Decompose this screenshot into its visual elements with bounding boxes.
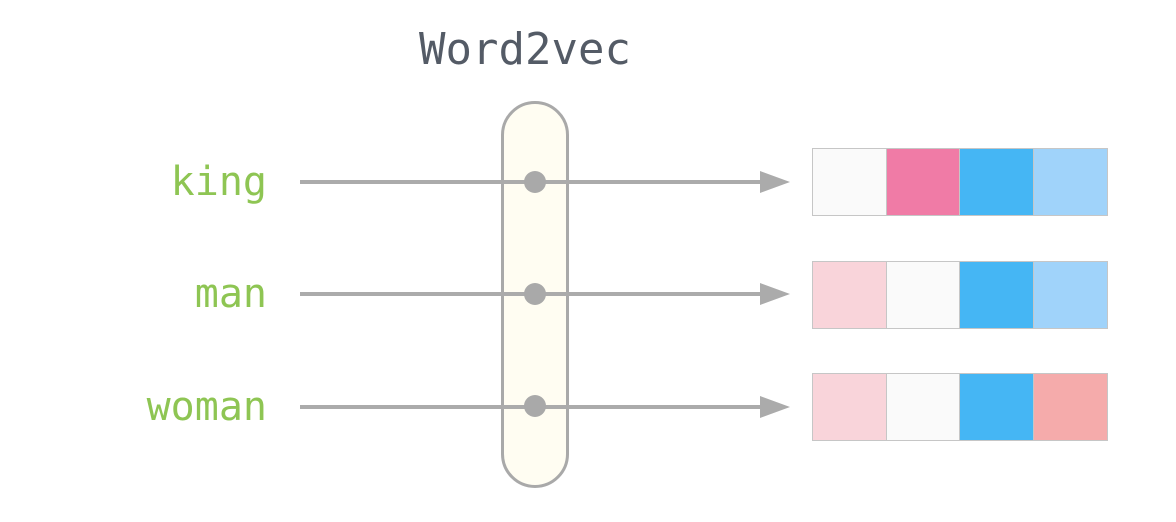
embedding-vector-king — [812, 148, 1108, 216]
vector-cell — [1032, 261, 1108, 329]
vector-cell — [885, 373, 961, 441]
arrowhead-icon — [760, 396, 790, 418]
diagram-title: Word2vec — [419, 24, 631, 75]
vector-cell — [1032, 148, 1108, 216]
vector-cell — [959, 373, 1035, 441]
vector-cell — [1032, 373, 1108, 441]
node-dot-icon — [524, 171, 546, 193]
embedding-vector-woman — [812, 373, 1108, 441]
node-dot-icon — [524, 395, 546, 417]
vector-cell — [959, 261, 1035, 329]
word-label-king: king — [170, 159, 267, 205]
vector-cell — [812, 373, 888, 441]
embedding-vector-man — [812, 261, 1108, 329]
node-dot-icon — [524, 283, 546, 305]
arrowhead-icon — [760, 283, 790, 305]
vector-cell — [812, 148, 888, 216]
word-label-woman: woman — [146, 384, 267, 430]
vector-cell — [812, 261, 888, 329]
vector-cell — [959, 148, 1035, 216]
arrowhead-icon — [760, 171, 790, 193]
word-label-man: man — [194, 271, 267, 317]
vector-cell — [885, 148, 961, 216]
vector-cell — [885, 261, 961, 329]
